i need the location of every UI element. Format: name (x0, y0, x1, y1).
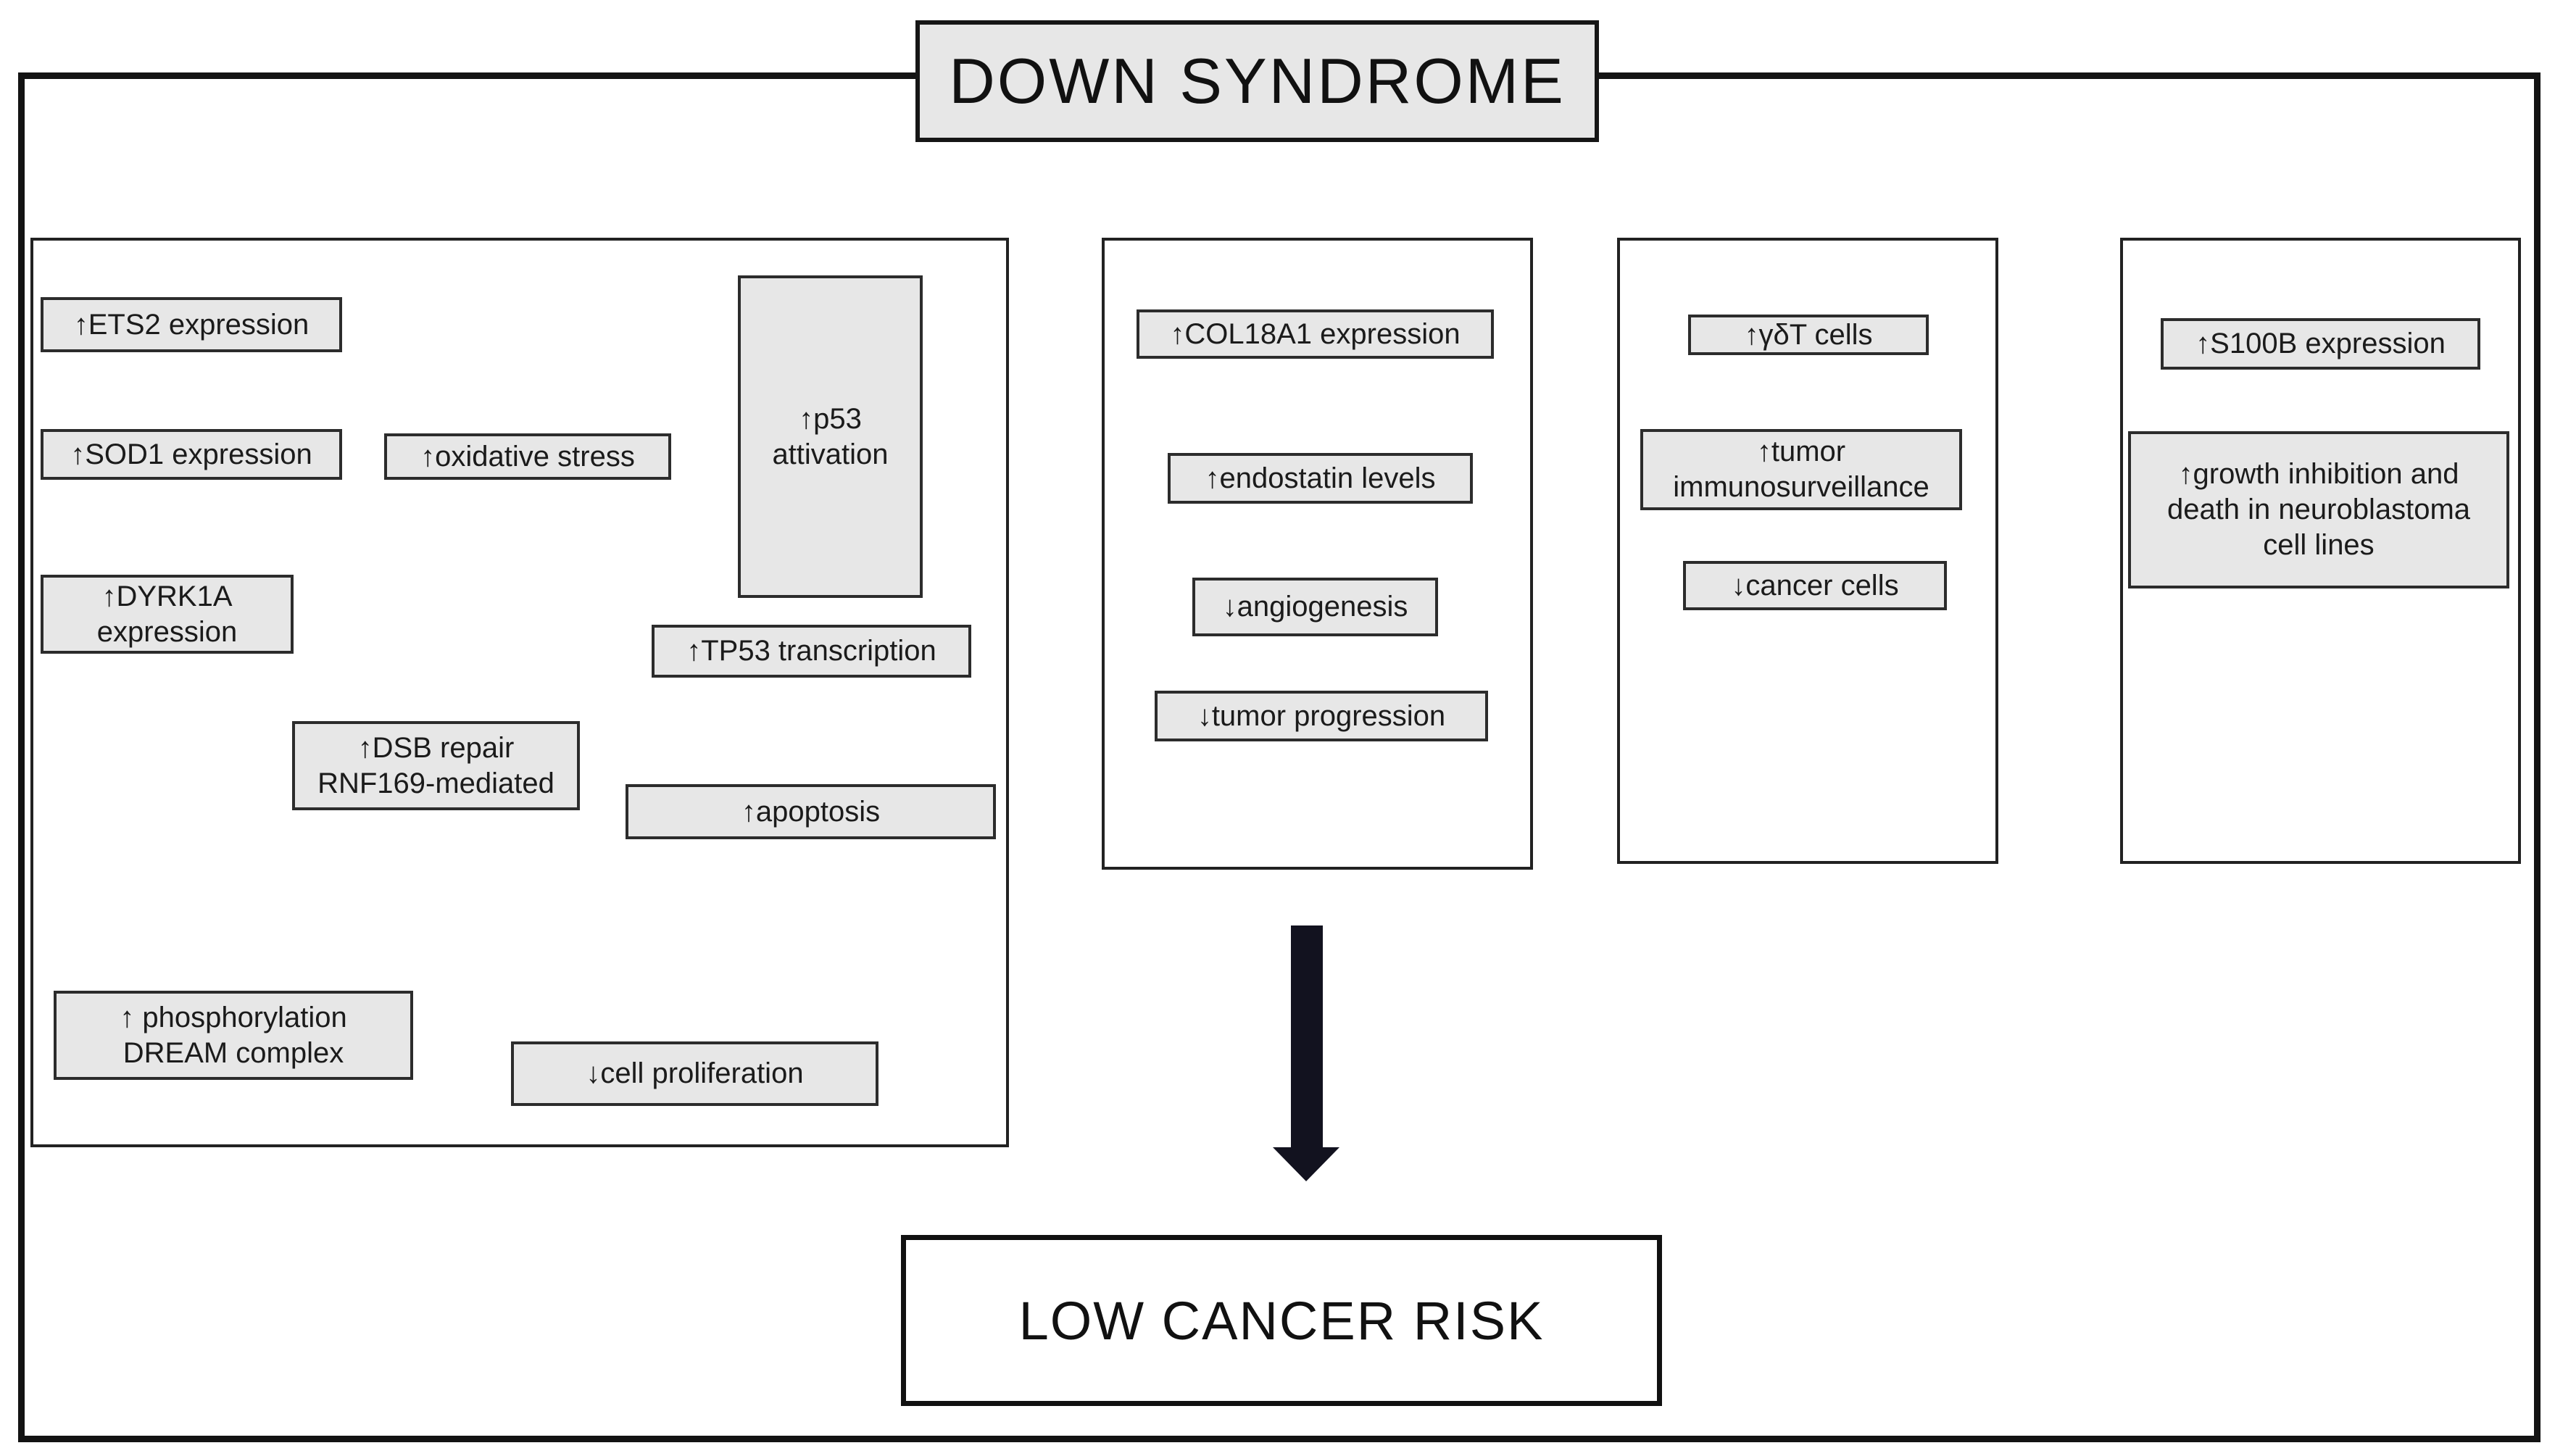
node-phosphorylation-dream-complex: ↑ phosphorylation DREAM complex (54, 991, 413, 1080)
node-p53-activation: ↑p53 attivation (738, 275, 923, 598)
big-down-arrow (1273, 925, 1339, 1181)
node-col18a1-expression: ↑COL18A1 expression (1137, 309, 1494, 359)
node-gamma-delta-t-cells: ↑γδT cells (1688, 315, 1929, 355)
node-tumor-progression: ↓tumor progression (1155, 691, 1488, 741)
node-ets2-expression: ↑ETS2 expression (41, 297, 342, 352)
node-endostatin-levels: ↑endostatin levels (1168, 453, 1473, 504)
node-tumor-immunosurveillance: ↑tumor immunosurveillance (1640, 429, 1962, 510)
node-tp53-transcription: ↑TP53 transcription (652, 625, 971, 678)
node-oxidative-stress: ↑oxidative stress (384, 433, 671, 480)
node-apoptosis: ↑apoptosis (626, 784, 996, 839)
node-cancer-cells: ↓cancer cells (1683, 561, 1947, 610)
node-sod1-expression: ↑SOD1 expression (41, 429, 342, 480)
conclusion-box: LOW CANCER RISK (901, 1235, 1662, 1406)
node-dyrk1a-expression: ↑DYRK1A expression (41, 575, 294, 654)
title-box: DOWN SYNDROME (915, 20, 1599, 142)
node-dsb-repair: ↑DSB repair RNF169-mediated (292, 721, 580, 810)
node-s100b-expression: ↑S100B expression (2161, 318, 2480, 370)
node-angiogenesis: ↓angiogenesis (1192, 578, 1438, 636)
diagram-title: DOWN SYNDROME (949, 45, 1566, 117)
node-growth-inhibition-neuroblastoma: ↑growth inhibition and death in neurobla… (2128, 431, 2509, 588)
conclusion-label: LOW CANCER RISK (1018, 1290, 1545, 1351)
node-cell-proliferation: ↓cell proliferation (511, 1041, 878, 1106)
